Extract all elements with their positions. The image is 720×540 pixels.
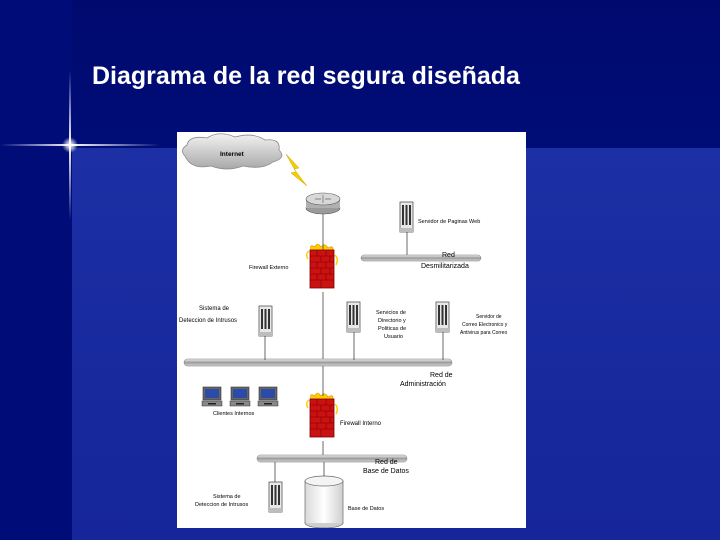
star-flare-horizontal bbox=[0, 144, 160, 146]
db-net-label-line1: Red de bbox=[375, 459, 398, 466]
clients-label: Clientes Internos bbox=[213, 411, 255, 417]
internal-firewall-label: Firewall Interno bbox=[340, 421, 382, 427]
server-icon bbox=[258, 305, 273, 337]
workstation-icon bbox=[201, 386, 223, 407]
network-diagram: Internet Servidor de Paginas Web Red Des… bbox=[177, 132, 526, 528]
firewall-icon bbox=[306, 392, 338, 438]
dmz-label-line1: Red bbox=[442, 252, 455, 259]
directory-label-line2: Directorio y bbox=[378, 318, 406, 324]
directory-label-line3: Politicas de bbox=[378, 326, 406, 332]
web-server-label: Servidor de Paginas Web bbox=[418, 219, 480, 225]
background-top-band bbox=[0, 0, 720, 148]
server-icon bbox=[399, 201, 414, 233]
dmz-label-line2: Desmilitarizada bbox=[421, 263, 469, 270]
ids1-label-line1: Sistema de bbox=[199, 306, 230, 312]
external-firewall-label: Firewall Externo bbox=[249, 265, 288, 271]
lightning-icon bbox=[285, 153, 308, 187]
admin-net-label-line2: Administración bbox=[400, 381, 446, 388]
ids2-label-line1: Sistema de bbox=[213, 494, 241, 500]
background-left-band bbox=[0, 0, 72, 540]
directory-label-line1: Servicios de bbox=[376, 310, 406, 316]
mail-label-line3: Antivirus para Correo bbox=[460, 330, 507, 336]
slide-title: Diagrama de la red segura diseñada bbox=[92, 62, 520, 90]
network-diagram-canvas: Internet Servidor de Paginas Web Red Des… bbox=[179, 133, 508, 528]
workstation-icon bbox=[229, 386, 251, 407]
server-icon bbox=[268, 481, 283, 513]
network-bus-icon bbox=[256, 454, 408, 463]
database-icon bbox=[304, 475, 344, 528]
database-label: Base de Datos bbox=[348, 506, 384, 512]
directory-label-line4: Usuario bbox=[384, 334, 403, 340]
star-flare-glow bbox=[62, 137, 78, 153]
router-icon bbox=[305, 192, 341, 215]
workstation-icon bbox=[257, 386, 279, 407]
server-icon bbox=[346, 301, 361, 333]
mail-label-line2: Correo Electronico y bbox=[462, 322, 508, 328]
ids2-label-line2: Deteccion de Intrusos bbox=[195, 502, 248, 508]
mail-label-line1: Servidor de bbox=[476, 314, 502, 320]
cloud-icon bbox=[182, 133, 283, 170]
firewall-icon bbox=[306, 243, 338, 289]
db-net-label-line2: Base de Datos bbox=[363, 468, 409, 475]
network-bus-icon bbox=[360, 254, 482, 262]
network-bus-icon bbox=[183, 358, 453, 367]
ids1-label-line2: Deteccion de Intrusos bbox=[179, 318, 237, 324]
internet-label: Internet bbox=[220, 151, 245, 158]
server-icon bbox=[435, 301, 450, 333]
admin-net-label-line1: Red de bbox=[430, 372, 453, 379]
